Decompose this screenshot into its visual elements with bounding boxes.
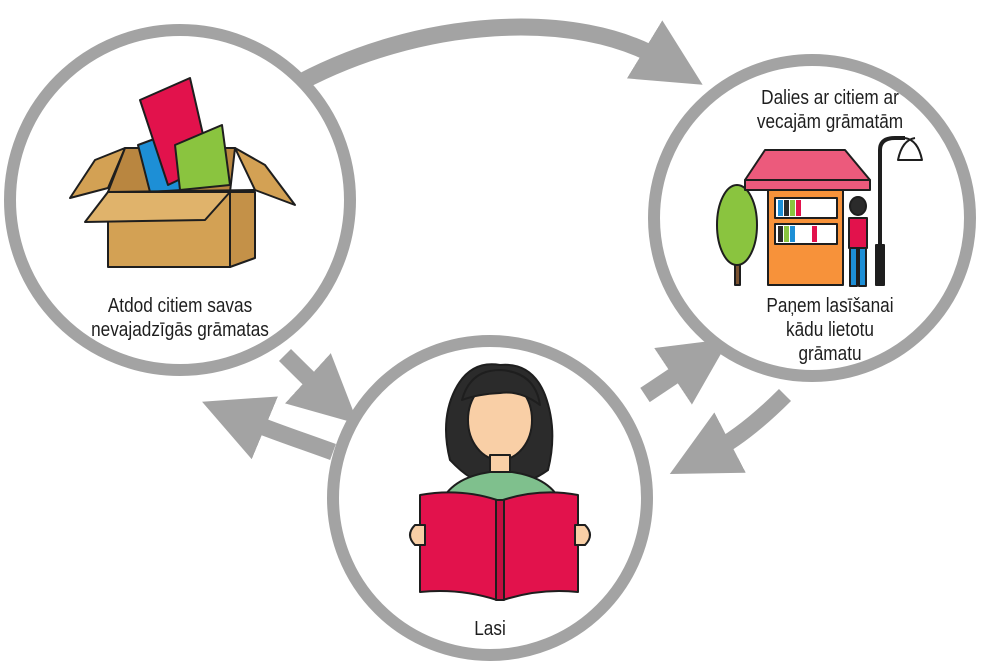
share-bottom-label: Paņem lasīšanai kādu lietotu grāmatu — [735, 294, 924, 366]
share-top-label: Dalies ar citiem ar vecajām grāmatām — [735, 86, 924, 134]
arrow-share-to-read — [640, 338, 730, 405]
arrow-give-to-share — [285, 18, 703, 96]
arrow-share-back-to-give — [669, 388, 792, 475]
share-top-label-line-1: Dalies ar citiem ar — [761, 87, 899, 109]
share-bottom-label-line-2: kādu lietotu — [786, 319, 874, 341]
share-bottom-label-line-1: Paņem lasīšanai — [766, 295, 894, 317]
read-label-line-1: Lasi — [474, 618, 506, 640]
arrow-give-to-read — [278, 348, 359, 425]
give-label-line-2: nevajadzīgās grāmatas — [91, 319, 269, 341]
give-label: Atdod citiem savas nevajadzīgās grāmatas — [77, 294, 283, 342]
reading-person-icon — [409, 363, 591, 601]
share-bottom-label-line-3: grāmatu — [798, 343, 862, 365]
share-top-label-line-2: vecajām grāmatām — [756, 111, 904, 133]
street-book-kiosk-icon — [716, 136, 923, 287]
arrow-read-to-give — [202, 396, 336, 460]
box-of-books-icon — [69, 77, 296, 268]
flow-arrows — [202, 18, 792, 475]
give-label-line-1: Atdod citiem savas — [107, 295, 253, 317]
read-label: Lasi — [447, 617, 533, 641]
